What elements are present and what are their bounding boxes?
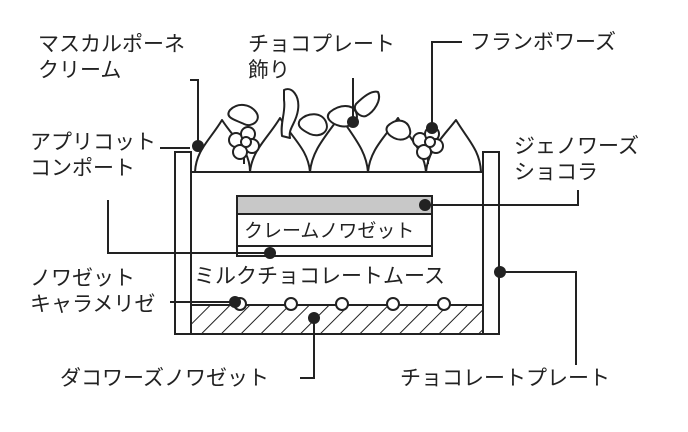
label-mascarpone-cream-1: マスカルポーネ bbox=[38, 32, 185, 56]
label-framboise: フランボワーズ bbox=[470, 30, 616, 54]
creme-noisette-layer bbox=[236, 213, 433, 247]
framboise-right bbox=[412, 126, 444, 164]
label-apricot-compote-1: アプリコット bbox=[30, 130, 156, 154]
label-chocolate-plate-deco-2: 飾り bbox=[248, 58, 290, 82]
right-chocolate-plate bbox=[482, 151, 500, 335]
label-mascarpone-cream-2: クリーム bbox=[38, 58, 122, 82]
bottom-thin-layer bbox=[236, 245, 433, 257]
label-creme-noisette: クレームノワゼット bbox=[244, 220, 415, 242]
label-chocolate-plate: チョコレートプレート bbox=[400, 366, 610, 390]
label-dacquoise-noisette: ダコワーズノワゼット bbox=[60, 366, 269, 390]
label-noisette-caramelise-2: キャラメリゼ bbox=[30, 292, 156, 316]
dacquoise-layer bbox=[190, 304, 484, 335]
label-genoise-chocolat-2: ショコラ bbox=[514, 160, 598, 184]
genoise-layer bbox=[236, 195, 433, 215]
label-milk-chocolate-mousse: ミルクチョコレートムース bbox=[194, 264, 445, 288]
label-noisette-caramelise-1: ノワゼット bbox=[30, 266, 135, 290]
left-chocolate-plate bbox=[174, 151, 192, 335]
framboise-left bbox=[228, 126, 260, 164]
leader-dots bbox=[192, 116, 506, 324]
label-genoise-chocolat-1: ジェノワーズ bbox=[514, 134, 639, 158]
label-apricot-compote-2: コンポート bbox=[30, 156, 135, 180]
label-chocolate-plate-deco-1: チョコプレート bbox=[248, 32, 395, 56]
leader-lines bbox=[107, 41, 579, 379]
chocolate-decorations bbox=[227, 88, 412, 141]
